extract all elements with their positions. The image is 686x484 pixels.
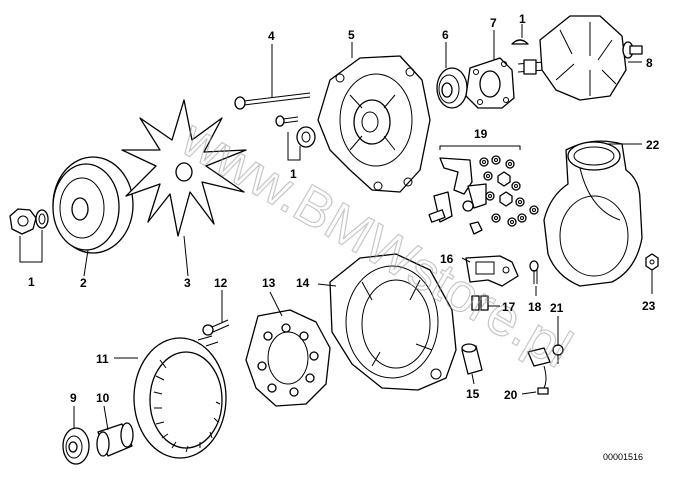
callout-14: 14 xyxy=(296,276,310,290)
callout-2: 2 xyxy=(80,276,87,290)
part-slip-ring-housing[interactable] xyxy=(329,253,457,391)
callout-10: 10 xyxy=(96,391,110,405)
part-air-duct[interactable] xyxy=(543,140,643,287)
callout-21: 21 xyxy=(550,301,564,315)
callout-20: 20 xyxy=(504,388,518,402)
callout-8: 8 xyxy=(646,56,653,70)
part-bearing-plate[interactable] xyxy=(465,57,515,109)
part-suppressor-screw[interactable] xyxy=(552,344,564,364)
callout-5: 5 xyxy=(348,28,355,42)
part-capacitor[interactable] xyxy=(461,343,483,375)
part-rectifier[interactable] xyxy=(245,309,331,407)
part-bearing[interactable] xyxy=(436,67,468,109)
part-stator[interactable] xyxy=(133,335,227,459)
part-regulator-screw[interactable] xyxy=(529,260,539,284)
part-key[interactable] xyxy=(511,39,529,45)
part-small-screw[interactable] xyxy=(275,115,316,148)
callout-9: 9 xyxy=(70,391,77,405)
part-long-bolt[interactable] xyxy=(234,92,311,110)
callout-19: 19 xyxy=(474,127,488,141)
callout-16: 16 xyxy=(440,252,454,266)
callout-1-key: 1 xyxy=(519,12,526,26)
part-nut-washer[interactable] xyxy=(9,208,49,235)
callout-7: 7 xyxy=(490,16,497,30)
callout-labels: 1 2 3 4 5 6 7 1 8 1 19 22 16 17 18 23 12… xyxy=(28,12,660,405)
callout-13: 13 xyxy=(262,276,276,290)
part-suppressor[interactable] xyxy=(527,347,551,395)
part-pulley[interactable] xyxy=(52,156,134,254)
callout-15: 15 xyxy=(466,387,480,401)
callout-12: 12 xyxy=(214,276,228,290)
part-rotor[interactable] xyxy=(517,15,643,101)
part-small-bearing[interactable] xyxy=(62,427,90,465)
leader-lines xyxy=(19,24,653,431)
callout-22: 22 xyxy=(646,138,660,152)
part-duct-nut[interactable] xyxy=(645,253,659,271)
callout-11: 11 xyxy=(96,352,109,366)
part-rectifier-screw[interactable] xyxy=(202,319,230,336)
callout-1-screw: 1 xyxy=(290,167,297,181)
callout-18: 18 xyxy=(528,300,542,314)
callout-6: 6 xyxy=(442,28,449,42)
callout-23: 23 xyxy=(642,299,656,313)
callout-1-nut: 1 xyxy=(28,275,35,289)
part-sleeve[interactable] xyxy=(96,422,134,457)
part-fan[interactable] xyxy=(121,99,247,237)
document-number: 00001516 xyxy=(603,452,643,462)
callout-4: 4 xyxy=(268,29,275,43)
part-brush-kit[interactable] xyxy=(428,145,539,235)
part-voltage-regulator[interactable] xyxy=(465,255,519,287)
part-drive-end-housing[interactable] xyxy=(317,55,431,193)
part-brushes[interactable] xyxy=(471,295,489,311)
callout-17: 17 xyxy=(502,300,516,314)
callout-3: 3 xyxy=(184,276,191,290)
